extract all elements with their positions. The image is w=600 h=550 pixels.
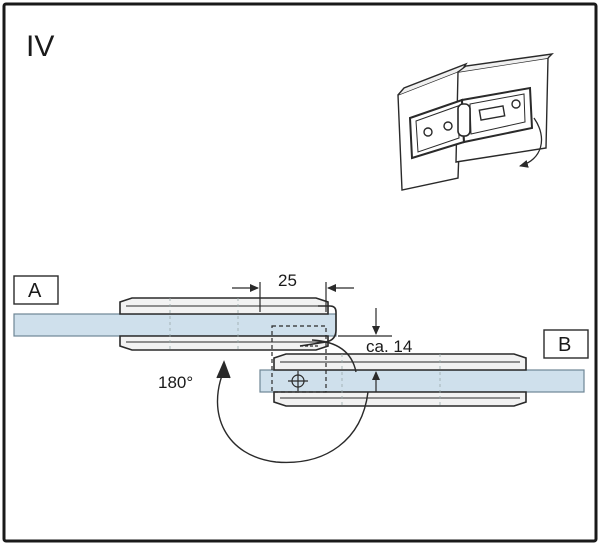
dimension-offset-label: ca. 14 <box>366 337 412 356</box>
hinge-clamp-a <box>119 297 329 351</box>
hinge-3d-icon <box>397 53 554 191</box>
dimension-width-label: 25 <box>278 271 297 290</box>
glass-panel-b <box>259 369 585 393</box>
dimension-offset <box>338 308 392 392</box>
panel-b-label: B <box>558 334 571 356</box>
step-label: IV <box>26 30 54 63</box>
screw-icon <box>288 371 308 391</box>
label-box-a <box>13 275 59 305</box>
panel-a-label: A <box>28 280 42 302</box>
label-box-b <box>543 329 589 359</box>
rotation-arrow-icon <box>216 360 369 464</box>
glass-panel-a <box>13 313 337 337</box>
hinge-knuckle <box>271 305 357 393</box>
rotation-label: 180° <box>158 373 193 392</box>
dimension-width <box>232 282 354 312</box>
hinge-clamp-b <box>273 353 527 407</box>
